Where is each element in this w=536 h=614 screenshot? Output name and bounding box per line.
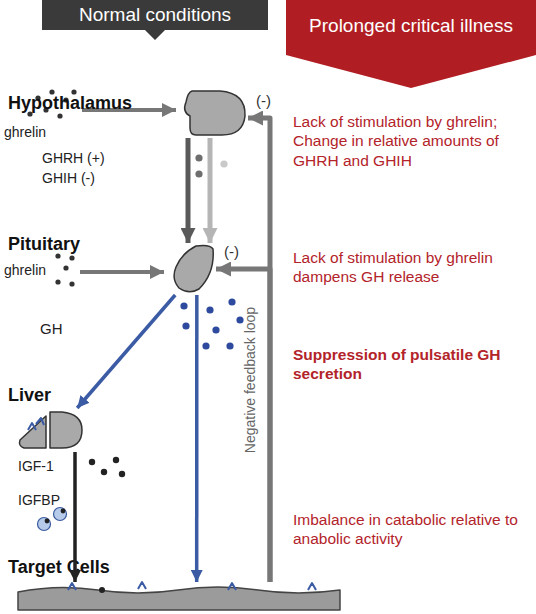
header-band: Normal conditions [42, 0, 268, 40]
node-shape [185, 91, 245, 135]
feedback-label: Negative feedback loop [241, 280, 259, 480]
hormone-label: IGFBP [18, 492, 60, 510]
pituitary-cell: Pituitary [168, 243, 216, 295]
node-shape [28, 418, 44, 430]
target-cell-band: Target Cells [18, 582, 340, 610]
hormone-label: GH [40, 320, 63, 339]
node-shape [18, 587, 340, 610]
illness-note: Lack of stimulation by ghrelin dampens G… [293, 248, 525, 287]
feedback-arrow [216, 269, 270, 582]
node-outline [18, 582, 340, 610]
header-band: Prolonged critical illness [286, 0, 536, 88]
hormone-arrow [186, 138, 191, 243]
gh-molecules [180, 298, 243, 349]
hormone-label: GHIH (-) [42, 170, 95, 188]
feedback-arrow [248, 118, 270, 582]
node-shape [174, 245, 213, 291]
header-text: Prolonged critical illness [286, 0, 536, 52]
node-shape [99, 587, 105, 593]
hormone-label: ghrelin [4, 124, 46, 142]
organ-label: Liver [8, 384, 51, 406]
hormone-label: ghrelin [4, 262, 46, 280]
igfbp-complexes [38, 508, 67, 531]
ghrelin-molecules [55, 253, 74, 286]
node-outline [168, 243, 216, 295]
hypothalamus-cell: Hypothalamus [180, 88, 248, 138]
illness-note: Imbalance in catabolic relative to anabo… [293, 510, 525, 549]
hormone-label: IGF-1 [18, 458, 54, 476]
node-outline [16, 408, 84, 452]
inhibition-sign: (-) [224, 243, 239, 262]
ghrelin-arrow [80, 270, 164, 274]
node-outline [180, 88, 248, 138]
node-outline [286, 0, 536, 88]
organ-label: Target Cells [8, 556, 110, 578]
organ-label: Pituitary [8, 233, 80, 255]
igf-arrow [73, 452, 77, 582]
hormone-label: GHRH (+) [42, 150, 105, 168]
node-shape [68, 582, 316, 590]
hormone-arrow [208, 138, 213, 243]
illness-note: Suppression of pulsatile GH secretion [293, 345, 525, 384]
node-shape [20, 416, 47, 448]
gh-arrow [195, 295, 199, 582]
header-text: Normal conditions [42, 0, 268, 30]
inhibition-sign: (-) [256, 92, 271, 111]
node-shape [42, 0, 268, 40]
organ-label: Hypothalamus [8, 92, 132, 114]
illness-note: Lack of stimulation by ghrelin; Change i… [293, 112, 529, 170]
node-shape [50, 412, 82, 448]
gh-arrow [77, 295, 175, 408]
liver-cell: Liver [16, 408, 84, 452]
igf1-molecules [89, 457, 125, 477]
node-shape [286, 0, 536, 88]
